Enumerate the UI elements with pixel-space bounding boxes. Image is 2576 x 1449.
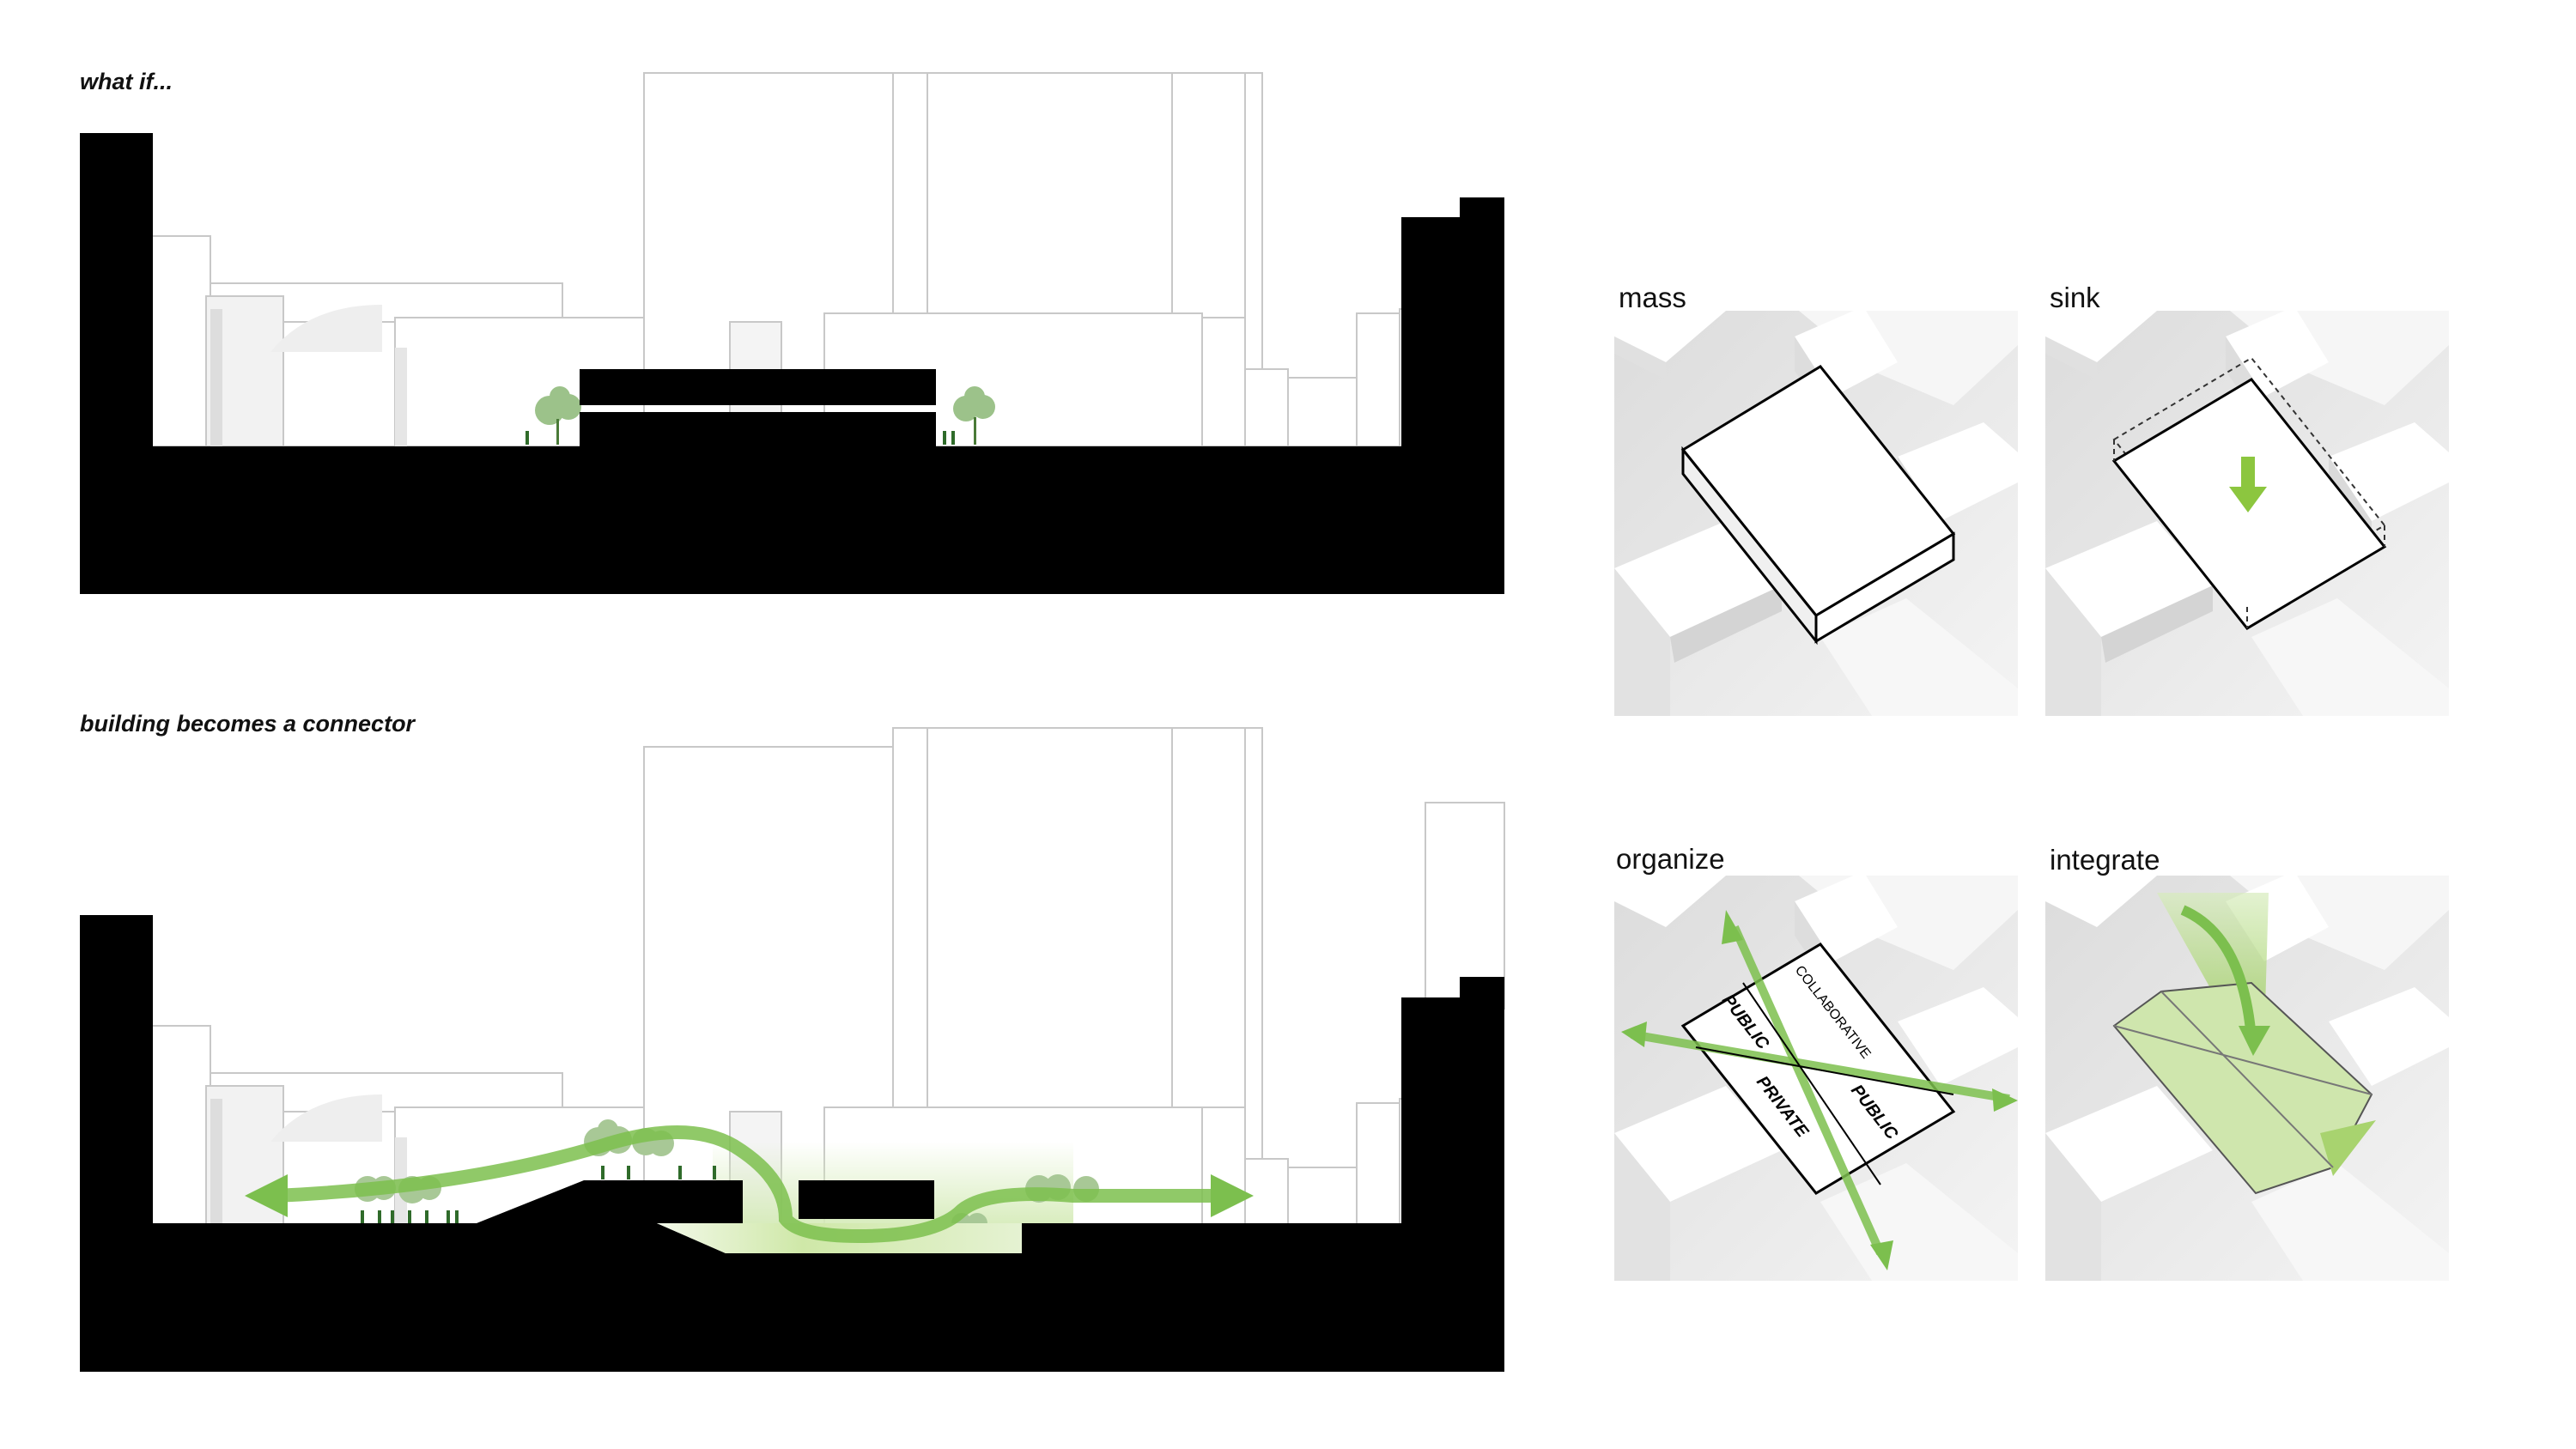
axo-panel-integrate [2045,876,2449,1281]
step-label-sink: sink [2050,282,2100,314]
section-diagram-connector [0,0,1511,1449]
step-label-mass: mass [1619,282,1686,314]
axo-panel-mass [1614,311,2018,716]
axo-panel-sink [2045,311,2449,716]
step-label-integrate: integrate [2050,844,2160,876]
axo-panel-organize: PUBLIC COLLABORATIVE PRIVATE PUBLIC [1614,876,2018,1281]
building-right-block [799,1180,934,1219]
step-label-organize: organize [1616,843,1725,876]
